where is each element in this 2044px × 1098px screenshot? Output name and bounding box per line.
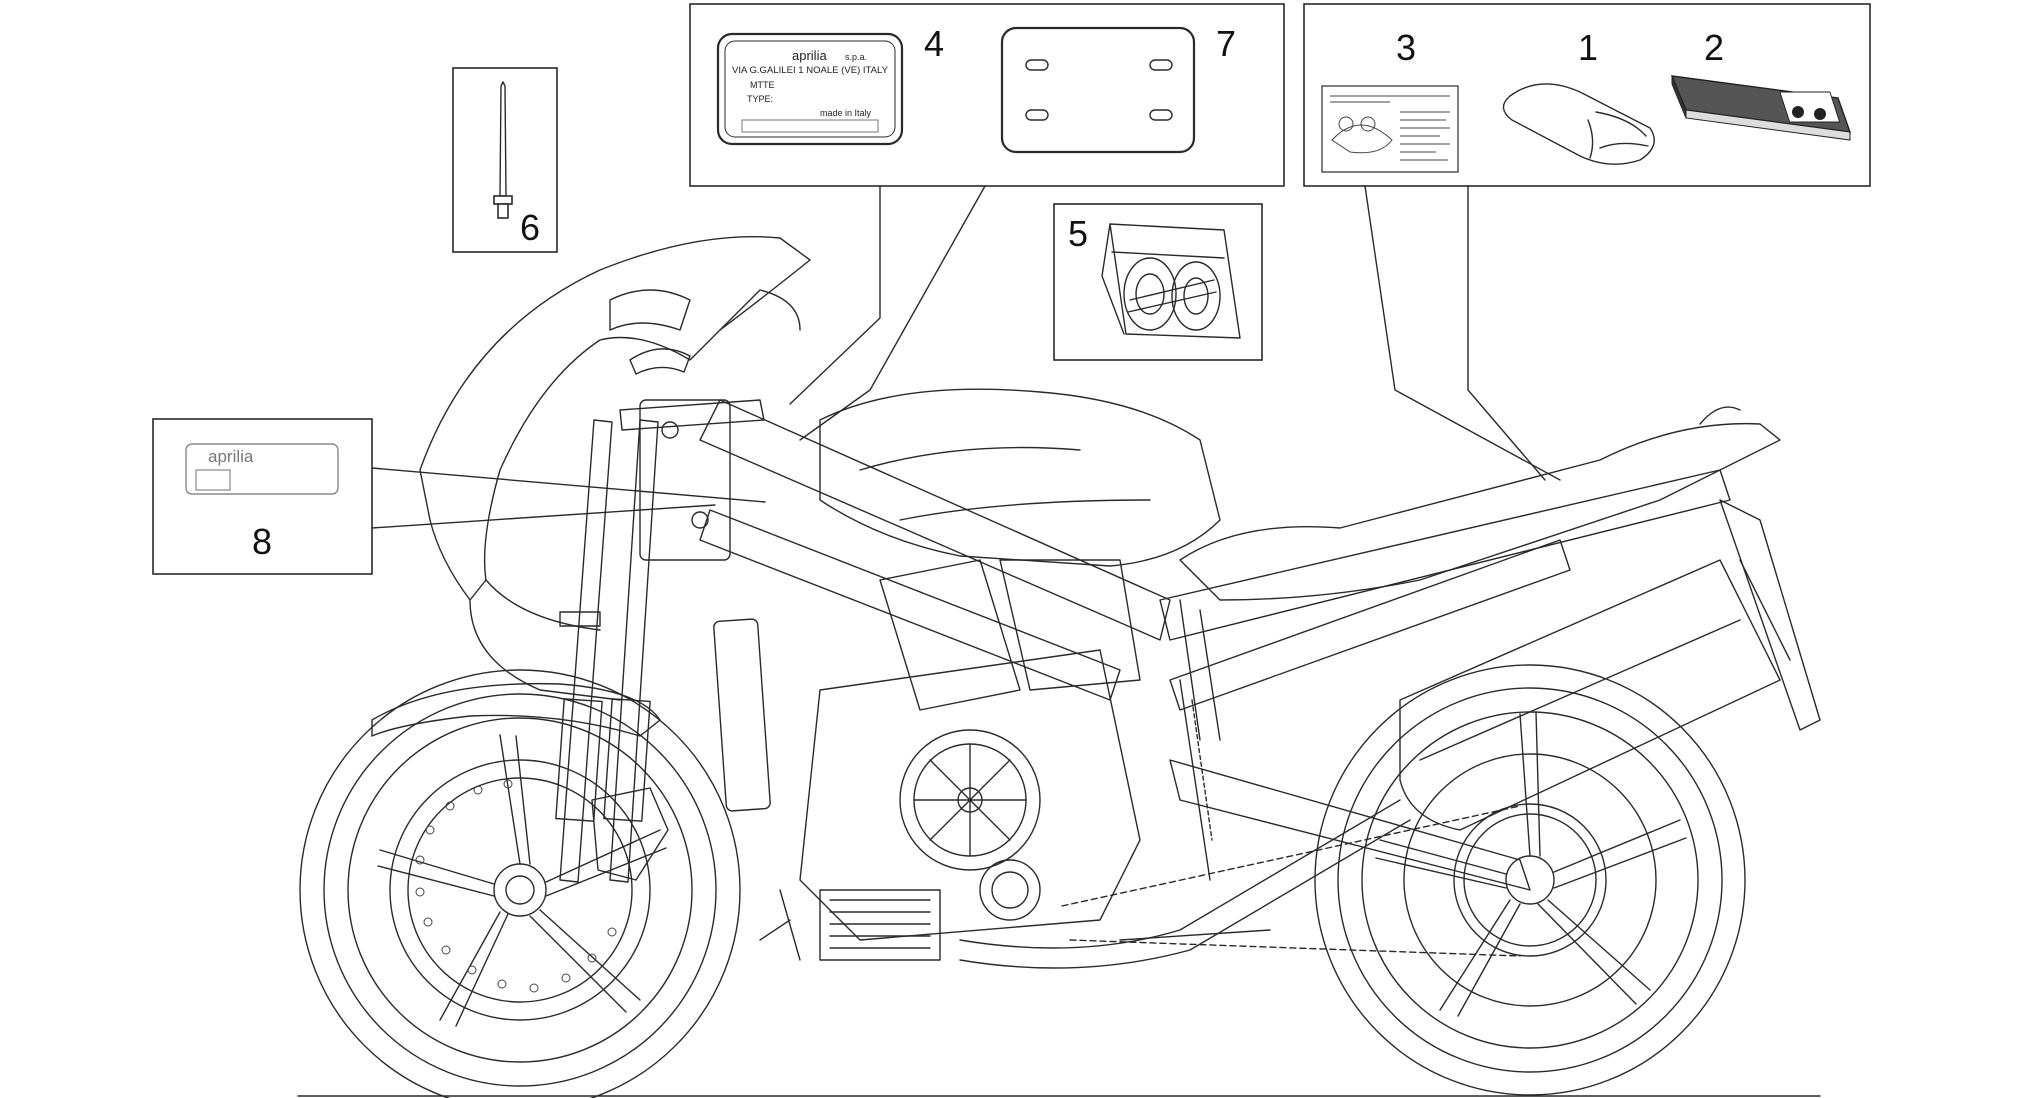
plate-brand: aprilia	[792, 48, 827, 63]
fuel-tank	[819, 388, 1221, 567]
leader-8b	[371, 504, 716, 529]
main-frame	[699, 399, 1731, 741]
steering-damper	[713, 618, 771, 812]
manual-illustration	[1779, 91, 1841, 123]
part-plate-label: aprilia s.p.a. VIA G.GALILEI 1 NOALE (VE…	[716, 32, 904, 146]
plate-field-1: MTTE	[750, 80, 775, 90]
callout-7: 7	[1216, 23, 1236, 64]
sticker-ring-2	[1171, 261, 1221, 331]
tool-bag-strap	[1599, 142, 1649, 149]
callout-5: 5	[1068, 213, 1088, 254]
sticker-ring-1	[1123, 257, 1177, 331]
callout-4: 4	[924, 23, 944, 64]
exhaust	[959, 559, 1781, 969]
envelope-fold	[1101, 223, 1125, 335]
callout-2: 2	[1704, 27, 1724, 68]
seat-tail	[1179, 422, 1781, 601]
sticker-frame	[1053, 203, 1263, 361]
manual-spine	[1671, 75, 1687, 119]
part-aprilia-sticker: aprilia	[152, 418, 373, 575]
slot-bottom-left	[1025, 109, 1049, 121]
pin-base	[497, 203, 509, 219]
plate-made-in: made in Italy	[820, 108, 872, 118]
sticker-8-box	[195, 469, 231, 491]
leader-8a	[371, 467, 766, 503]
plate-company: s.p.a.	[845, 52, 867, 62]
plate-holder-outline	[1000, 26, 1196, 154]
sticker-8-brand: aprilia	[208, 447, 254, 466]
plate-address: VIA G.GALILEI 1 NOALE (VE) ITALY	[732, 65, 888, 75]
plate-mount	[1739, 559, 1791, 661]
part-pin	[452, 67, 558, 253]
front-wheel	[299, 669, 741, 1098]
rear-shock	[1179, 679, 1213, 881]
leader-4	[789, 185, 881, 405]
slot-top-right	[1149, 59, 1173, 71]
front-brake	[415, 779, 669, 993]
mirror	[629, 348, 691, 375]
leader-7	[799, 185, 986, 441]
plate-field-2: TYPE:	[747, 94, 773, 104]
envelope-flap	[1111, 251, 1225, 259]
callout-3: 3	[1396, 27, 1416, 68]
envelope-back	[1109, 223, 1241, 339]
tool-bag-seam	[1587, 119, 1594, 159]
part-info-label	[1321, 85, 1459, 173]
part-sticker-set	[1053, 203, 1263, 361]
footpegs	[759, 889, 1271, 961]
leader-3	[1364, 185, 1561, 481]
slot-bottom-right	[1149, 109, 1173, 121]
swingarm	[1169, 759, 1531, 891]
plate-barcode-area	[741, 119, 879, 133]
pin-head	[493, 195, 513, 205]
callout-1: 1	[1578, 27, 1598, 68]
engine	[799, 559, 1141, 961]
motorcycle-drawing	[297, 235, 1821, 1098]
info-label-outline	[1321, 85, 1459, 173]
rear-wheel	[1314, 664, 1746, 1096]
front-fairing	[419, 235, 811, 701]
part-plate-holder	[1000, 26, 1196, 154]
rear-hugger	[1719, 499, 1821, 731]
part-manual	[1670, 75, 1852, 141]
sticker-8-outline	[185, 443, 339, 495]
slot-top-left	[1025, 59, 1049, 71]
drive-chain	[1061, 805, 1521, 957]
tool-bag-body	[1502, 83, 1655, 165]
plate-inner-border	[724, 40, 896, 138]
leader-lines	[371, 185, 1561, 529]
steering-head	[619, 399, 765, 561]
leader-1	[1467, 185, 1546, 481]
callout-8: 8	[252, 521, 272, 562]
front-forks	[555, 419, 659, 883]
tool-bag-fold	[1595, 111, 1647, 137]
part-tool-bag	[1502, 83, 1655, 165]
plate-outline	[716, 32, 904, 146]
disc-holes	[415, 779, 617, 993]
front-fender	[371, 682, 661, 737]
callout-6: 6	[520, 207, 540, 248]
pin-shaft	[499, 81, 507, 197]
